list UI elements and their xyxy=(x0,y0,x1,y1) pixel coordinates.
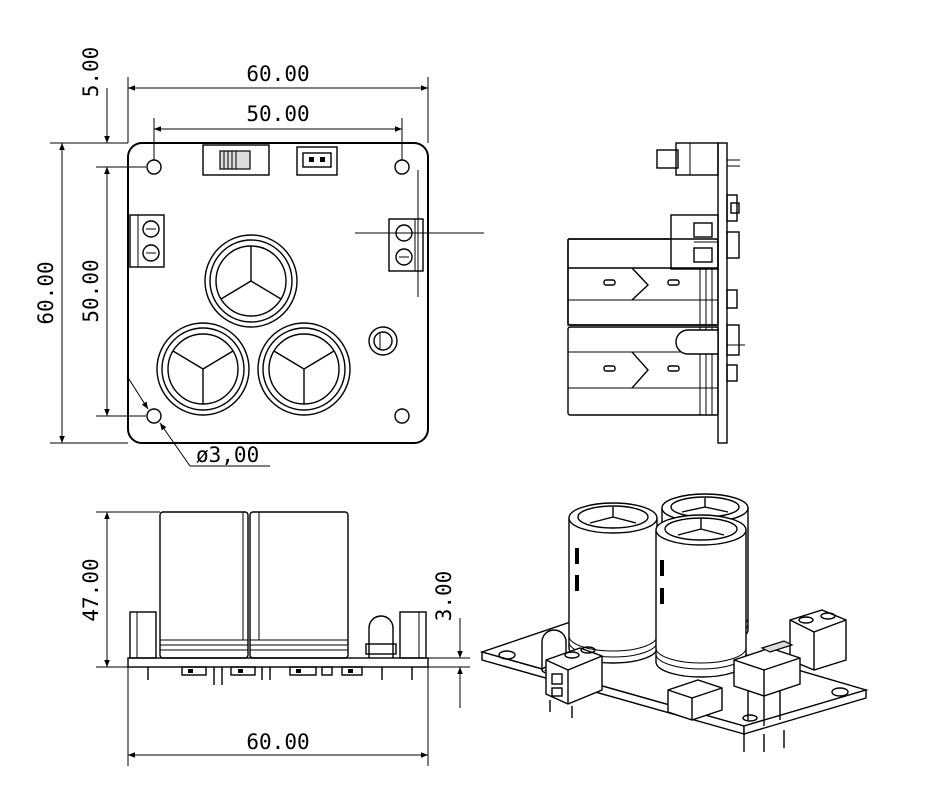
isometric-view xyxy=(479,493,869,752)
dim-top-width-holes: 50.00 xyxy=(246,102,309,126)
capacitor-front-left xyxy=(159,511,249,659)
dim-front-width: 60.00 xyxy=(246,730,309,754)
mounting-hole xyxy=(146,408,162,424)
switch-iso xyxy=(733,640,801,726)
capacitor-front-right xyxy=(249,511,349,659)
front-view: 47.00 3.00 60.00 xyxy=(79,511,470,766)
bottom-pins xyxy=(147,666,413,685)
dim-front-height: 47.00 xyxy=(79,558,103,621)
capacitor-left xyxy=(156,322,250,416)
pcb-outline xyxy=(127,142,429,444)
capacitor-iso-back-left xyxy=(568,502,658,664)
header-connector xyxy=(296,146,338,176)
capacitor-right xyxy=(257,322,351,416)
mounting-hole xyxy=(146,159,162,175)
terminal-block-iso-right xyxy=(789,609,847,671)
led xyxy=(368,326,398,356)
dim-left-height-holes: 50.00 xyxy=(79,259,103,322)
header-iso xyxy=(667,679,723,721)
dim-top-width-outer: 60.00 xyxy=(246,62,309,86)
capacitor-top xyxy=(204,234,298,328)
terminal-block-right xyxy=(388,218,424,272)
capacitor-iso-front xyxy=(655,514,747,678)
terminal-block-iso-left xyxy=(545,646,603,705)
slide-switch xyxy=(202,144,270,176)
dim-top-offset: 5.00 xyxy=(79,47,103,98)
mounting-hole xyxy=(394,159,410,175)
dim-left-height-outer: 60.00 xyxy=(34,261,58,324)
side-view xyxy=(567,142,745,444)
top-view: 60.00 50.00 5.00 60.00 50.00 ø3,00 xyxy=(34,47,484,467)
terminal-block-left xyxy=(129,214,165,268)
dim-front-board: 3.00 xyxy=(432,571,456,622)
mounting-hole xyxy=(394,408,410,424)
capacitor-side-upper xyxy=(567,238,719,326)
dim-hole-diameter: ø3,00 xyxy=(196,443,259,467)
pcb-edge xyxy=(717,142,728,444)
pcb-side xyxy=(127,657,429,668)
